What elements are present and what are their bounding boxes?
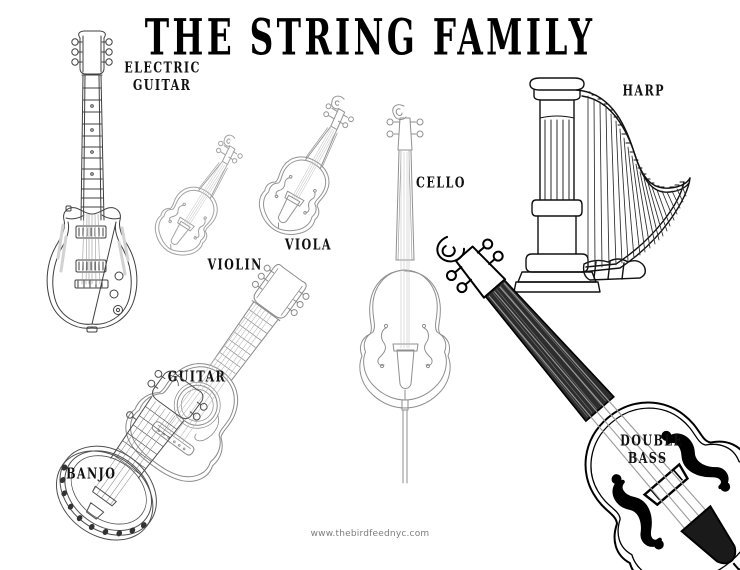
- viola-illustration: [244, 82, 374, 244]
- cello-illustration: [352, 88, 462, 484]
- page-title: THE STRING FAMILY: [144, 8, 596, 67]
- double-bass-illustration: [410, 185, 740, 570]
- banjo-illustration: [28, 362, 253, 542]
- label-viola: VIOLA: [284, 236, 332, 255]
- violin-illustration: [140, 120, 260, 265]
- footer-credit: www.thebirdfeednyc.com: [310, 529, 430, 539]
- label-violin: VIOLIN: [207, 256, 263, 275]
- label-guitar: GUITAR: [167, 368, 227, 387]
- label-electric-guitar: ELECTRIC GUITAR: [124, 59, 201, 94]
- harp-illustration: [512, 68, 697, 298]
- label-double-bass-line2: BASS: [627, 450, 668, 468]
- label-electric-guitar-line1: ELECTRIC: [124, 59, 201, 77]
- label-banjo: BANJO: [66, 465, 117, 484]
- label-harp: HARP: [622, 82, 665, 101]
- label-double-bass: DOUBLE BASS: [620, 432, 683, 467]
- label-cello: CELLO: [416, 174, 466, 193]
- label-double-bass-line1: DOUBLE: [620, 432, 684, 450]
- label-electric-guitar-line2: GUITAR: [132, 77, 192, 95]
